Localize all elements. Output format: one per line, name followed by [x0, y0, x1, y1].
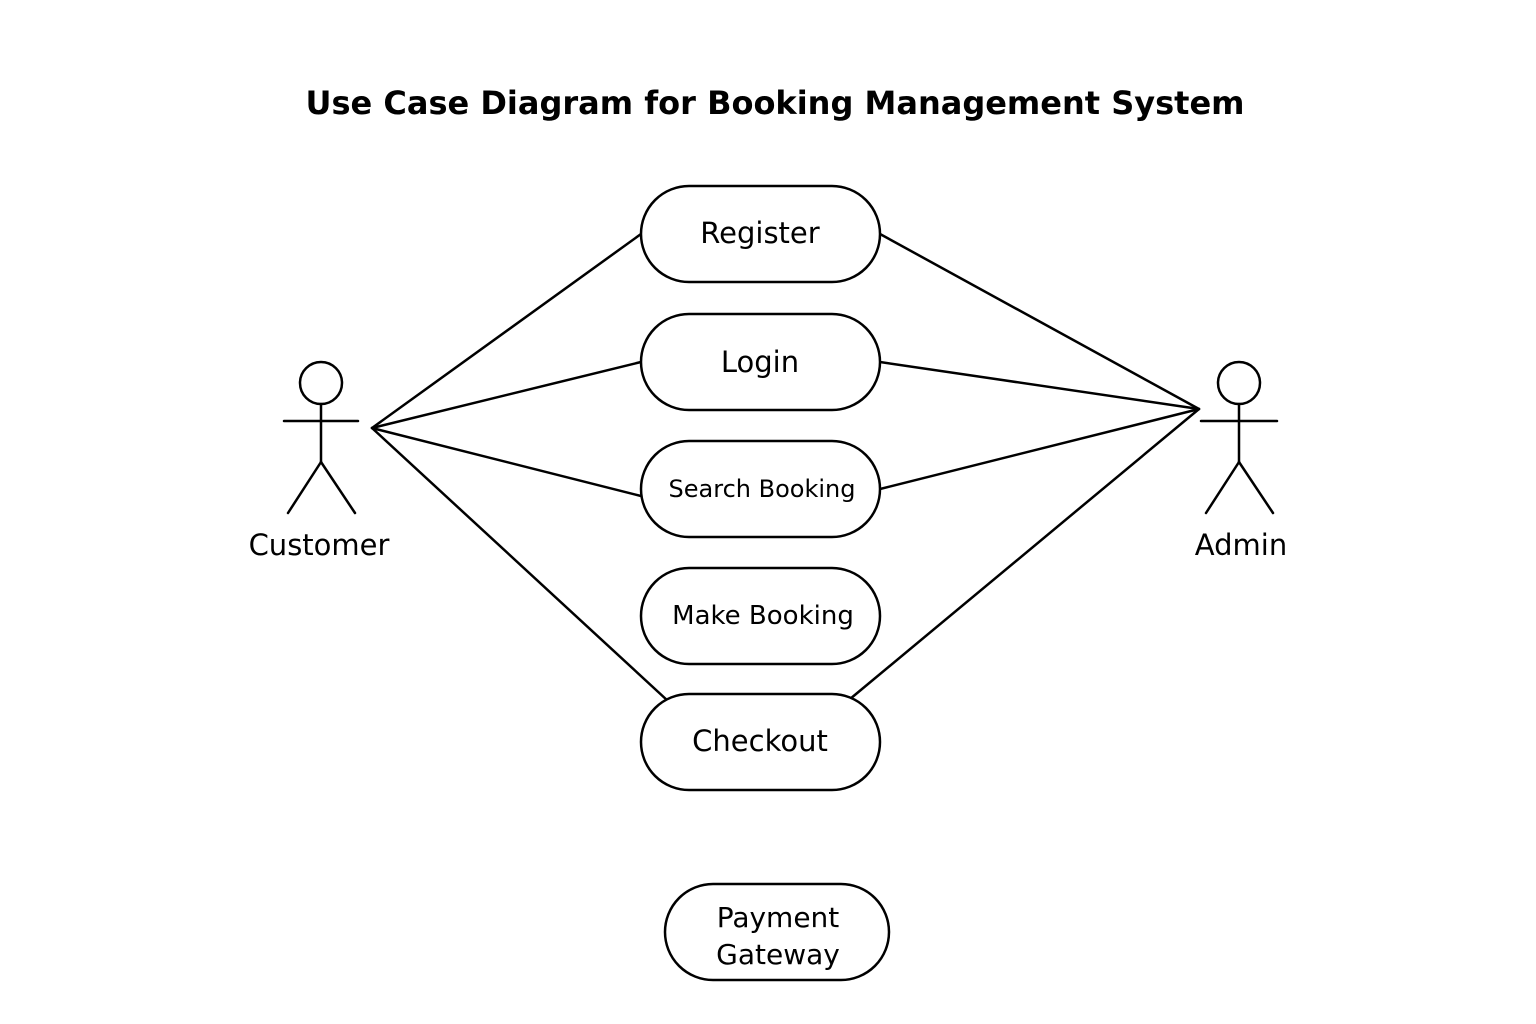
use-case-make-booking-shape — [639, 566, 882, 666]
use-case-payment-gateway-label-line1: Payment — [717, 901, 840, 934]
actor-admin-head — [1216, 360, 1262, 406]
actor-admin[interactable]: Admin — [1195, 360, 1287, 562]
use-case-payment-gateway-label-line2: Gateway — [716, 938, 840, 971]
use-case-checkout-label: Checkout — [692, 724, 828, 758]
use-case-login-shape — [639, 312, 882, 412]
association-customer-search-booking — [370, 426, 643, 498]
use-case-search-booking[interactable]: Search Booking — [639, 439, 882, 539]
actor-admin-label: Admin — [1195, 528, 1287, 562]
use-case-make-booking-label: Make Booking — [672, 601, 854, 631]
actor-customer-head — [298, 360, 344, 406]
actor-customer-label: Customer — [249, 528, 390, 562]
actor-admin-right-leg — [1237, 460, 1275, 515]
use-case-make-booking[interactable]: Make Booking — [639, 566, 882, 666]
actor-customer-right-leg — [319, 460, 357, 515]
use-case-register[interactable]: Register — [639, 184, 882, 284]
association-admin-login — [878, 360, 1201, 411]
use-case-register-label: Register — [700, 216, 819, 250]
actor-admin-left-leg — [1204, 460, 1241, 515]
use-case-login-label: Login — [721, 345, 799, 379]
association-admin-register — [878, 232, 1201, 411]
use-case-payment-gateway-shape — [663, 882, 891, 982]
association-customer-login — [370, 360, 643, 430]
customer-associations — [370, 232, 670, 703]
association-customer-register — [370, 232, 643, 430]
admin-associations — [848, 232, 1201, 701]
stick-figure-icon — [1199, 360, 1279, 515]
actor-customer-left-leg — [286, 460, 323, 515]
association-admin-checkout — [848, 407, 1201, 701]
use-case-checkout-shape — [639, 692, 882, 792]
use-case-login[interactable]: Login — [639, 312, 882, 412]
use-case-search-booking-label: Search Booking — [669, 475, 856, 503]
use-case-payment-gateway[interactable]: Payment Gateway — [663, 882, 891, 982]
stick-figure-icon — [282, 360, 360, 515]
diagram-title: Use Case Diagram for Booking Management … — [306, 84, 1245, 122]
actor-customer[interactable]: Customer — [249, 360, 390, 562]
use-case-checkout[interactable]: Checkout — [639, 692, 882, 792]
association-admin-search-booking — [878, 407, 1201, 491]
use-case-search-booking-shape — [639, 439, 882, 539]
association-customer-checkout — [370, 426, 670, 703]
use-case-register-shape — [639, 184, 882, 284]
